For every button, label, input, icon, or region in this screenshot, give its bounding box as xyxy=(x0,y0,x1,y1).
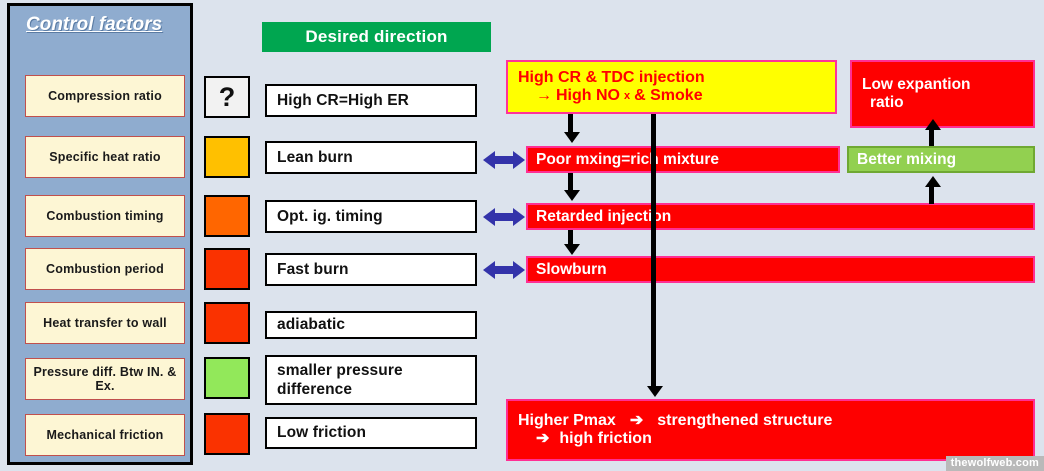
arrow-down-icon xyxy=(564,190,580,201)
factor-combustion-timing[interactable]: Combustion timing xyxy=(25,195,185,237)
yellow-line-2-a: High NO xyxy=(556,87,620,104)
arrow-down-icon xyxy=(647,386,663,397)
connector-line-up-to-low-expansion xyxy=(929,128,934,146)
factor-combustion-period[interactable]: Combustion period xyxy=(25,248,185,290)
direction-fast-burn[interactable]: Fast burn xyxy=(265,253,477,286)
factor-pressure-diff[interactable]: Pressure diff. Btw IN. & Ex. xyxy=(25,358,185,400)
pmax-line-2-b: high friction xyxy=(559,430,652,447)
watermark: thewolfweb.com xyxy=(945,456,1044,471)
control-factors-title: Control factors xyxy=(26,14,163,35)
pmax-line-1-b: strengthened structure xyxy=(657,412,833,429)
yellow-line-2: →High NO x & Smoke xyxy=(518,87,703,105)
connector-line-up-to-better-mixing xyxy=(929,186,934,204)
pmax-line-1: Higher Pmax ➔ strengthened structure xyxy=(518,412,832,430)
pmax-line-2: ➔ high friction xyxy=(518,430,652,448)
factor-specific-heat-ratio[interactable]: Specific heat ratio xyxy=(25,136,185,178)
factor-compression-ratio[interactable]: Compression ratio xyxy=(25,75,185,117)
connector-line-main-vertical xyxy=(651,114,656,391)
yellow-line-2-b: & Smoke xyxy=(634,87,703,104)
double-arrow-icon-lean-burn xyxy=(483,151,525,169)
result-high-cr-tdc-injection[interactable]: High CR & TDC injection →High NO x & Smok… xyxy=(506,60,837,114)
swatch-green[interactable] xyxy=(204,357,250,399)
direction-lean-burn[interactable]: Lean burn xyxy=(265,141,477,174)
swatch-orange[interactable] xyxy=(204,195,250,237)
right-arrow-icon: ➔ xyxy=(536,430,550,447)
swatch-red-3[interactable] xyxy=(204,413,250,455)
direction-high-cr[interactable]: High CR=High ER xyxy=(265,84,477,117)
double-arrow-icon-opt-ig-timing xyxy=(483,208,525,226)
connector-line-yellow-to-poor xyxy=(568,114,573,134)
double-arrow-icon-fast-burn xyxy=(483,261,525,279)
swatch-red-2[interactable] xyxy=(204,302,250,344)
low-expansion-line-2: ratio xyxy=(870,94,904,111)
desired-direction-header: Desired direction xyxy=(262,22,491,52)
direction-smaller-pressure-difference[interactable]: smaller pressure difference xyxy=(265,355,477,405)
swatch-amber[interactable] xyxy=(204,136,250,178)
arrow-down-icon xyxy=(564,132,580,143)
connector-line-poor-to-retarded xyxy=(568,173,573,193)
direction-low-friction[interactable]: Low friction xyxy=(265,417,477,449)
result-higher-pmax[interactable]: Higher Pmax ➔ strengthened structure ➔ h… xyxy=(506,399,1035,461)
direction-opt-ig-timing[interactable]: Opt. ig. timing xyxy=(265,200,477,233)
pmax-line-1-a: Higher Pmax xyxy=(518,412,616,429)
connector-line-retarded-to-slow xyxy=(568,230,573,246)
result-slow-burn[interactable]: Slowburn xyxy=(526,256,1035,283)
result-better-mixing[interactable]: Better mixing xyxy=(847,146,1035,173)
result-retarded-injection[interactable]: Retarded injection xyxy=(526,203,1035,230)
arrow-up-icon xyxy=(925,119,941,130)
direction-adiabatic[interactable]: adiabatic xyxy=(265,311,477,339)
right-arrow-icon: ➔ xyxy=(629,412,644,429)
arrow-down-icon xyxy=(564,244,580,255)
arrow-up-icon xyxy=(925,176,941,187)
factor-heat-transfer[interactable]: Heat transfer to wall xyxy=(25,302,185,344)
swatch-question[interactable]: ? xyxy=(204,76,250,118)
yellow-line-2-sub: x xyxy=(624,90,631,102)
result-low-expansion-ratio[interactable]: Low expantion ratio xyxy=(850,60,1035,128)
right-arrow-icon: → xyxy=(536,87,552,104)
swatch-red-1[interactable] xyxy=(204,248,250,290)
control-factors-panel: Control factors Compression ratio Specif… xyxy=(7,3,193,465)
result-poor-mixing[interactable]: Poor mxing=rich mixture xyxy=(526,146,840,173)
yellow-line-1: High CR & TDC injection xyxy=(518,69,705,86)
factor-mechanical-friction[interactable]: Mechanical friction xyxy=(25,414,185,456)
low-expansion-line-1: Low expantion xyxy=(862,76,971,93)
